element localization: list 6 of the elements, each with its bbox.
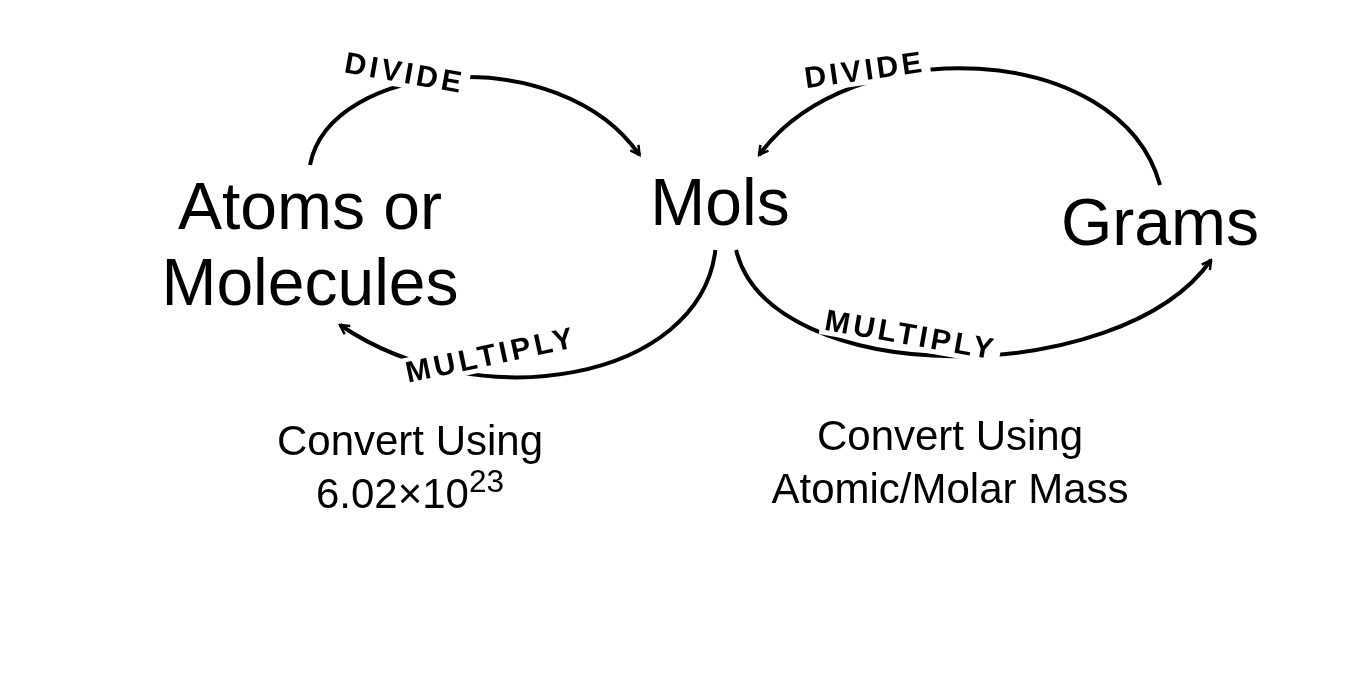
conversion-note: Convert Using Atomic/Molar Mass: [770, 411, 1130, 514]
node-label: Grams: [1061, 184, 1259, 261]
node-label: Atoms or Molecules: [160, 169, 460, 321]
conversion-note: Convert Using 6.02×10$^{23}$: [275, 416, 545, 519]
node-label: Mols: [650, 164, 790, 241]
curved-arrow: [734, 249, 1213, 359]
